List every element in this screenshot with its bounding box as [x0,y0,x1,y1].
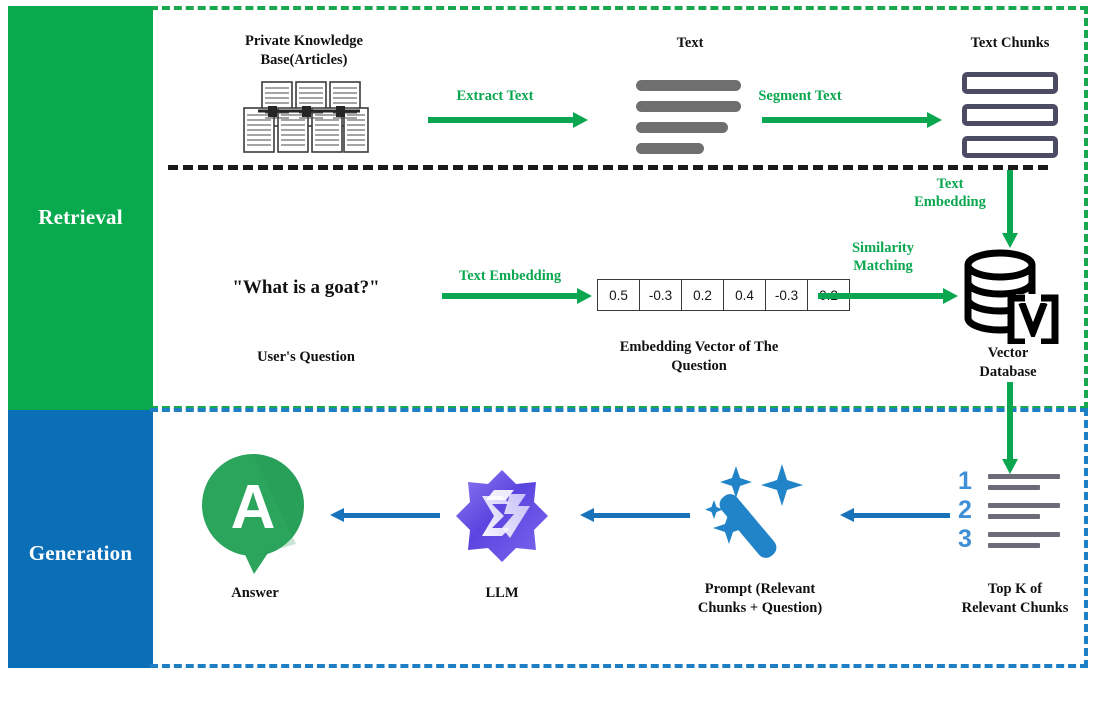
arrow-similarity-matching [818,288,958,304]
vector-cell: 0.4 [724,280,766,310]
answer-bubble-icon: A [196,452,314,574]
arrow-label-similarity-matching: Similarity Matching [851,240,915,274]
text-chunks-icon [962,72,1058,158]
topk-number: 3 [958,525,972,553]
arrow-label-segment-text: Segment Text [758,88,842,104]
embedding-vector-table: 0.5 -0.3 0.2 0.4 -0.3 0.2 [597,279,850,311]
arrow-text-embedding-chunks [1002,170,1018,248]
numbered-list-icon: 1 2 3 [958,467,1062,556]
vector-database-icon [955,248,1063,346]
section-band-generation: Generation [8,410,153,668]
arrow-label-text-embedding-query: Text Embedding [458,268,562,284]
arrow-prompt-to-llm [580,508,690,522]
magic-wand-icon [700,460,810,568]
arrow-llm-to-answer [330,508,440,522]
llm-caption: LLM [485,585,519,601]
vector-database-caption: Vector Database [979,345,1037,380]
topk-number: 1 [958,467,972,495]
topk-number: 2 [958,496,972,524]
prompt-caption: Prompt (Relevant Chunks + Question) [697,581,823,616]
vector-cell: -0.3 [640,280,682,310]
user-question-text: "What is a goat?" [232,277,380,298]
text-caption: Text [676,35,704,51]
user-question-caption: User's Question [257,349,355,365]
documents-stack-icon [238,78,370,162]
arrow-topk-to-prompt [840,508,950,522]
knowledge-base-caption: Private Knowledge Base(Articles) [245,33,363,68]
arrow-label-extract-text: Extract Text [456,88,534,104]
section-band-retrieval: Retrieval [8,6,153,410]
arrow-retrieved-chunks [1002,382,1018,474]
svg-text:A: A [231,473,276,542]
text-lines-icon [636,80,744,158]
vector-cell: -0.3 [766,280,808,310]
arrow-segment-text [762,112,942,128]
llm-logo-icon [452,466,552,566]
retrieval-inner-divider [168,165,1048,170]
arrow-text-embedding-query [442,288,592,304]
vector-cell: 0.5 [598,280,640,310]
embedding-vector-caption: Embedding Vector of The Question [619,339,779,374]
topk-caption: Top K of Relevant Chunks [961,581,1069,616]
arrow-extract-text [428,112,588,128]
section-label-retrieval: Retrieval [38,204,123,229]
answer-caption: Answer [231,585,279,601]
text-chunks-caption: Text Chunks [970,35,1050,51]
section-label-generation: Generation [28,540,133,565]
arrow-label-text-embedding-chunks: Text Embedding [914,176,986,210]
vector-cell: 0.2 [682,280,724,310]
